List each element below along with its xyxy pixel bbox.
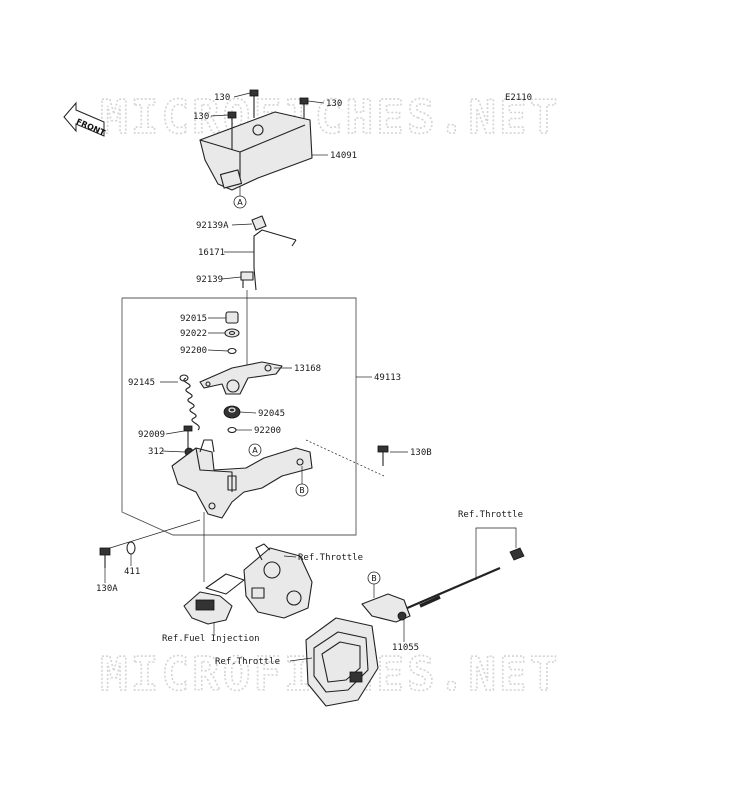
callout-a-top: [233, 195, 247, 209]
label-312: 312: [148, 447, 164, 457]
label-92139a: 92139A: [196, 221, 229, 231]
screw-92009: [183, 425, 193, 448]
bracket: [171, 439, 313, 519]
clip-92139a: [251, 215, 267, 231]
bolt-130a: [99, 547, 111, 568]
bushing-92045: [223, 405, 241, 419]
label-130-right: 130: [326, 99, 342, 109]
label-14091: 14091: [330, 151, 357, 161]
label-130-left: 130: [193, 112, 209, 122]
fuel-injection-connector: [183, 573, 245, 625]
washer-92200-top: [227, 347, 237, 355]
diagram-code: E2110: [505, 93, 532, 103]
callout-a-bracket: [248, 443, 262, 457]
callout-b-bracket-text: B: [299, 486, 305, 495]
label-13168: 13168: [294, 364, 321, 374]
bolt-130b: [377, 445, 389, 466]
callout-b-bracket: [295, 483, 309, 497]
rod-16171: [253, 229, 297, 291]
label-130a: 130A: [96, 584, 118, 594]
label-11055: 11055: [392, 643, 419, 653]
label-130b: 130B: [410, 448, 432, 458]
callout-a-bracket-text: A: [252, 446, 258, 455]
spring-92145: [179, 374, 200, 431]
washer-411: [126, 541, 136, 555]
label-92009: 92009: [138, 430, 165, 440]
throttle-body-middle: [243, 543, 313, 619]
label-49113: 49113: [374, 373, 401, 383]
label-ref-throttle-bottom: Ref.Throttle: [215, 657, 280, 667]
label-130-top: 130: [214, 93, 230, 103]
cover-14091: [199, 111, 313, 191]
callout-b-right-text: B: [371, 574, 377, 583]
clip-92139: [240, 271, 254, 288]
lever-13168: [199, 361, 283, 395]
label-92200-top: 92200: [180, 346, 207, 356]
throttle-body-bottom: [305, 617, 379, 707]
label-16171: 16171: [198, 248, 225, 258]
callout-a-top-text: A: [237, 198, 243, 207]
label-411: 411: [124, 567, 140, 577]
label-92145: 92145: [128, 378, 155, 388]
assembly-frame-49113: [121, 297, 357, 536]
washer-92200-bottom: [227, 426, 237, 434]
nut-92015: [225, 311, 239, 324]
washer-92022: [224, 328, 240, 338]
throttle-rod: [397, 547, 525, 614]
label-92022: 92022: [180, 329, 207, 339]
label-ref-throttle-middle: Ref.Throttle: [298, 553, 363, 563]
watermark-top: MICROFICHES.NET: [100, 90, 560, 144]
bracket-11055: [361, 593, 411, 623]
label-ref-throttle-top: Ref.Throttle: [458, 510, 523, 520]
label-92015: 92015: [180, 314, 207, 324]
label-92045: 92045: [258, 409, 285, 419]
label-92200-bottom: 92200: [254, 426, 281, 436]
label-ref-fuel-injection: Ref.Fuel Injection: [162, 634, 260, 644]
label-92139: 92139: [196, 275, 223, 285]
